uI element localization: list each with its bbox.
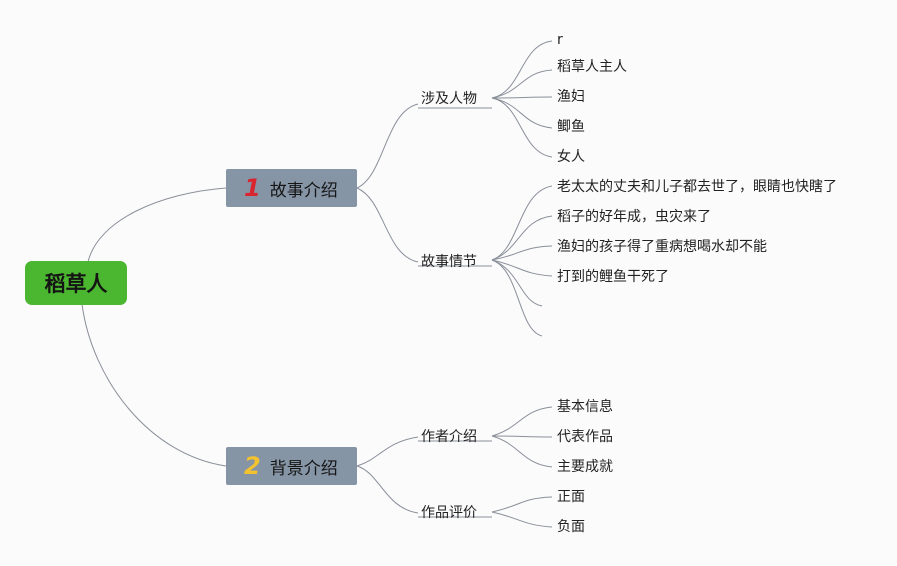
connector-branch-1-characters [356,103,419,189]
connector-leaf [491,185,553,261]
branch-topic-label: 背景介绍 [269,458,338,479]
connector-root-branch-2 [81,303,227,467]
leaf-topic[interactable]: 稻子的好年成，虫灾来了 [557,209,711,225]
connector-leaf [491,259,543,307]
connector-leaf [491,496,553,513]
connector-branch-1-plot [356,187,419,263]
leaf-topic[interactable]: 女人 [557,149,585,165]
subtopic-author[interactable]: 作者介绍 [421,429,477,445]
leaf-topic[interactable]: 打到的鲤鱼干死了 [557,269,669,285]
connector-leaf [491,40,553,99]
root-topic-label: 稻草人 [44,272,108,296]
leaf-topic[interactable]: 老太太的丈夫和儿子都去世了，眼睛也快瞎了 [557,179,837,195]
leaf-topic[interactable]: 主要成就 [557,459,613,475]
branch-topic-background-intro[interactable]: 2 背景介绍 [226,447,357,485]
connector-leaf [491,97,553,158]
leaf-topic[interactable]: 基本信息 [557,399,613,415]
leaf-topic[interactable]: 渔妇的孩子得了重病想喝水却不能 [557,239,767,255]
connector-leaf [491,259,553,277]
connector-leaf [491,97,553,129]
root-topic[interactable]: 稻草人 [25,261,127,305]
leaf-topic[interactable]: 负面 [557,519,585,535]
leaf-topic[interactable]: 代表作品 [557,429,613,445]
connector-root-branch-1 [87,187,227,263]
connector-leaf [491,406,553,437]
leaf-topic[interactable]: 稻草人主人 [557,59,627,75]
connector-leaf [491,259,543,337]
subtopic-characters[interactable]: 涉及人物 [421,91,477,107]
leaf-topic[interactable]: 鲫鱼 [557,119,585,135]
connector-branch-2-author [356,436,419,467]
leaf-topic[interactable]: r [557,32,563,48]
connector-leaf [491,435,553,438]
connector-branch-2-review [356,465,419,514]
leaf-topic[interactable]: 渔妇 [557,89,585,105]
connector-leaf [491,245,553,261]
branch-topic-story-intro[interactable]: 1 故事介绍 [226,169,357,207]
connector-leaf [491,435,553,468]
leaf-topic[interactable]: 正面 [557,489,585,505]
branch-topic-label: 故事介绍 [269,180,338,201]
subtopic-plot[interactable]: 故事情节 [421,254,477,270]
number-1-badge-icon: 1 [244,174,261,202]
number-2-badge-icon: 2 [244,452,261,480]
connector-leaf [491,215,553,261]
connector-leaf [491,96,553,99]
subtopic-review[interactable]: 作品评价 [421,505,477,521]
connector-leaf [491,511,553,528]
connector-leaf [491,69,553,99]
